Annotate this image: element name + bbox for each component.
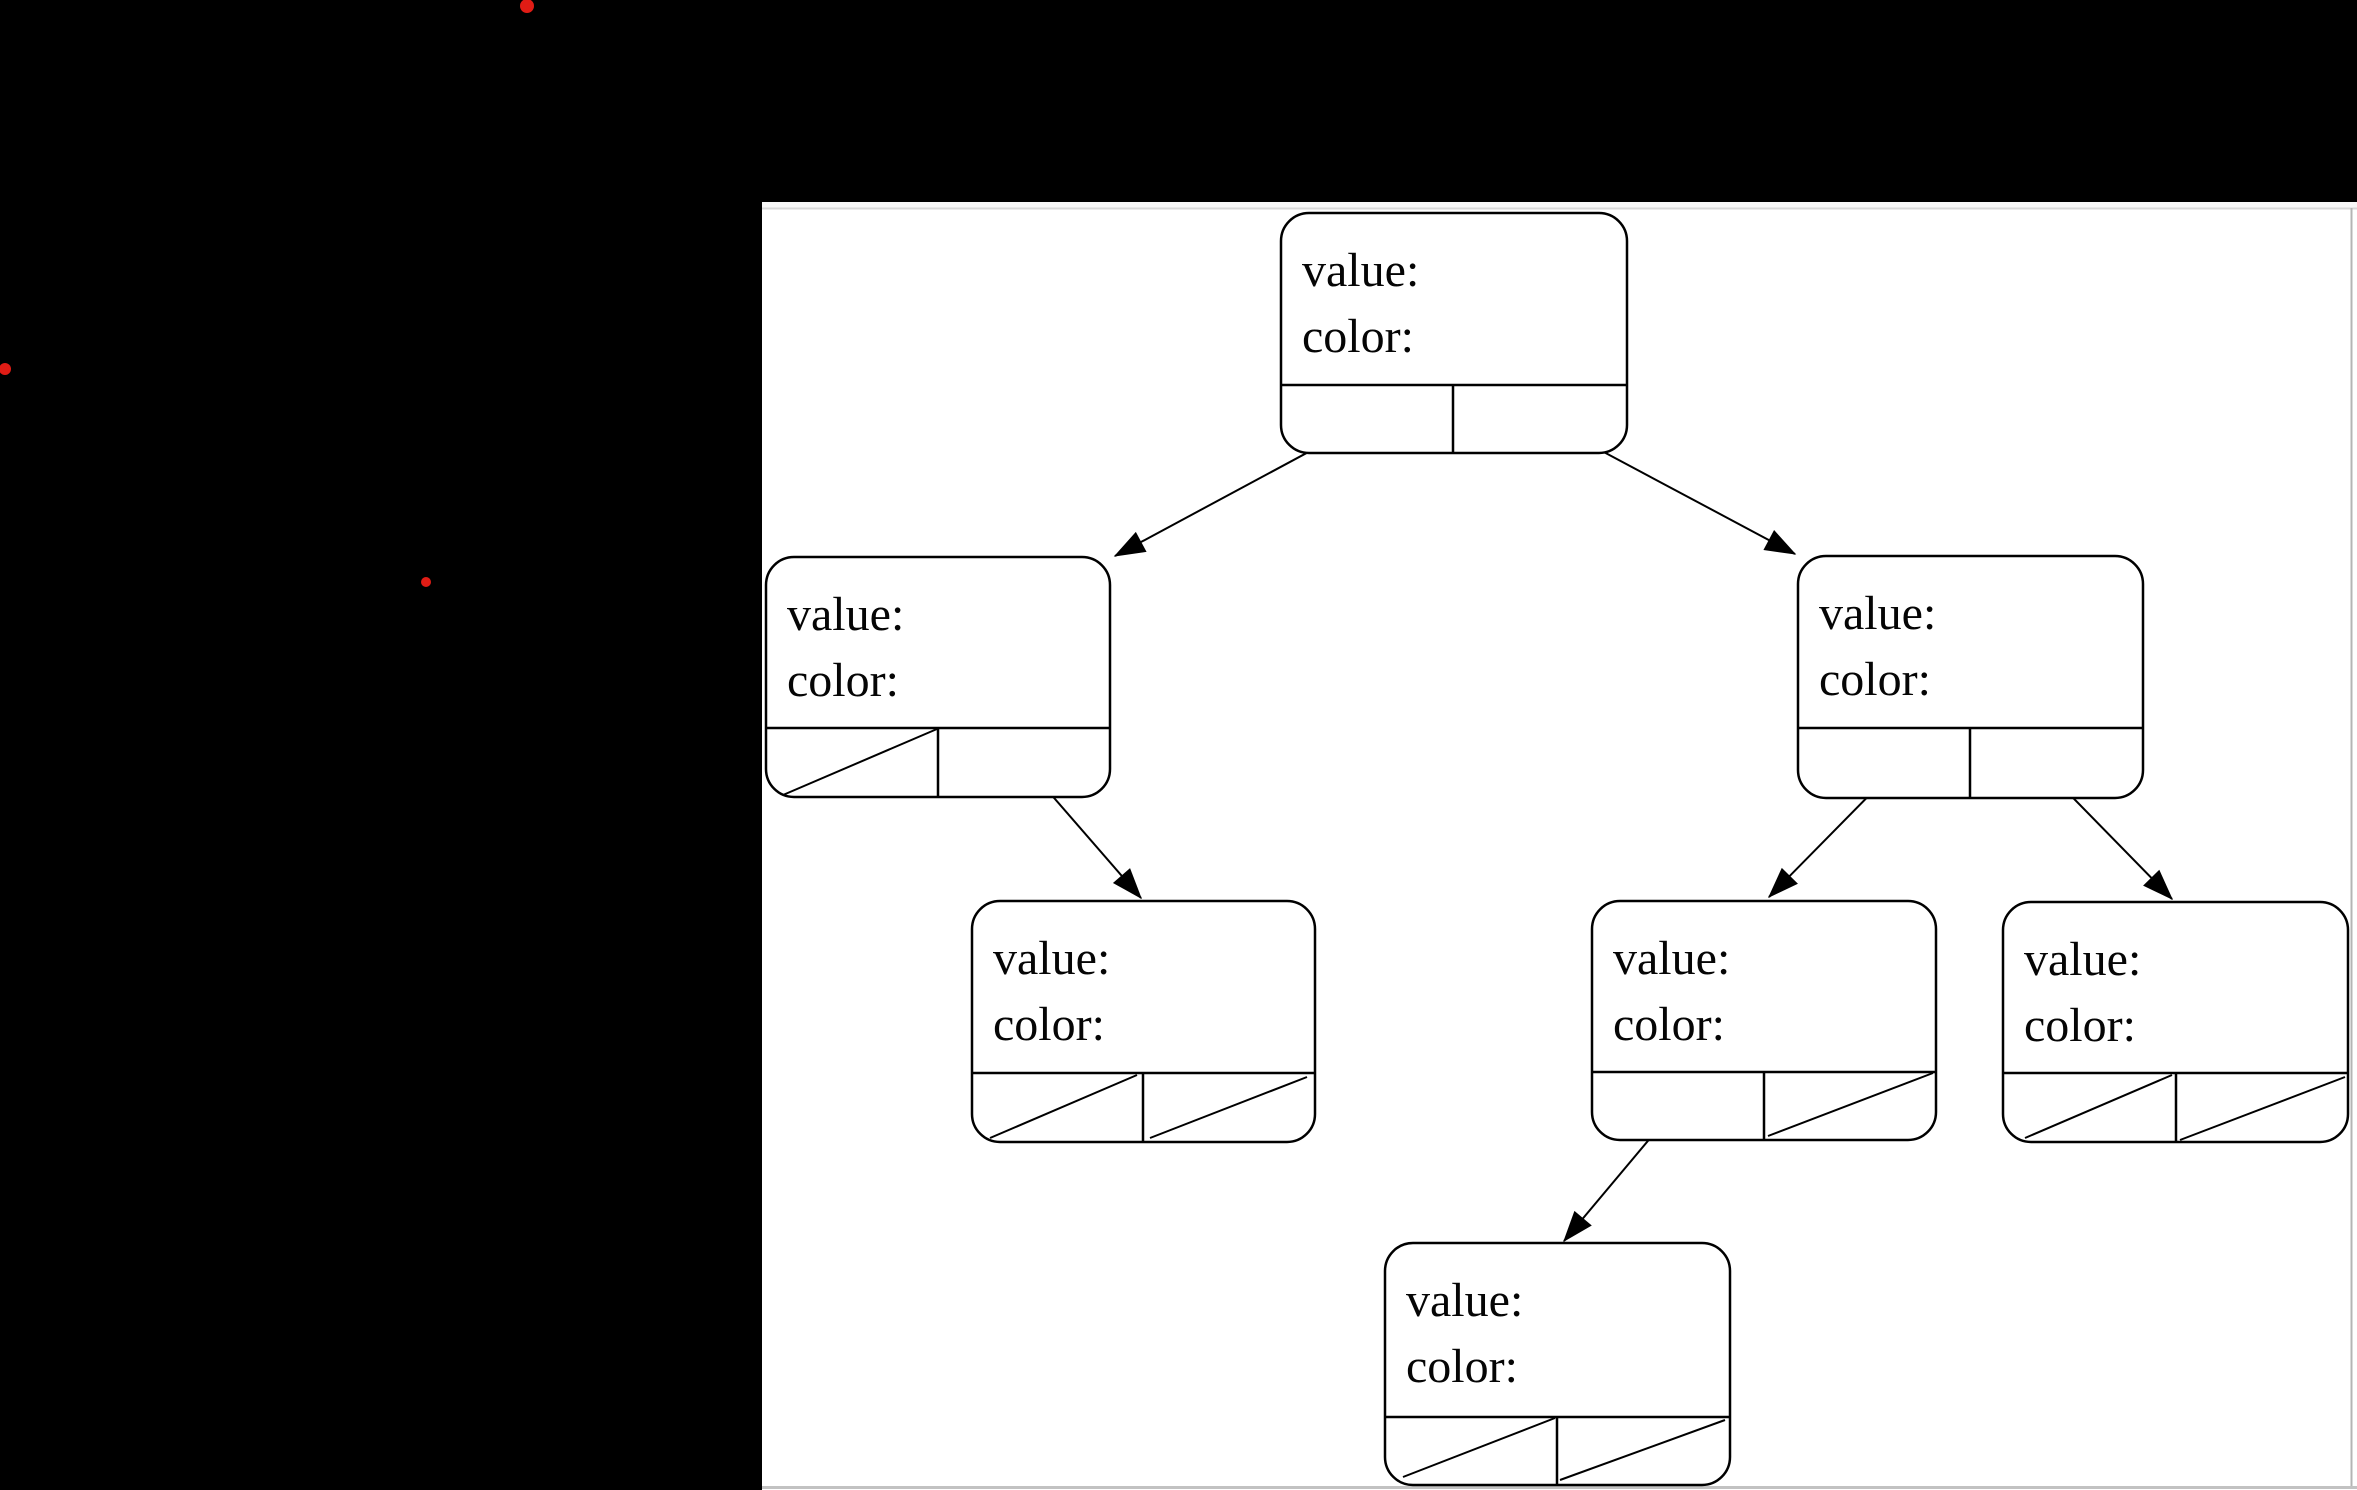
- node-color-label: color:: [1302, 310, 1414, 363]
- node-value-label: value:: [1302, 244, 1419, 297]
- null-pointer-slash: [989, 1074, 1138, 1139]
- null-pointer-slash: [1402, 1417, 1556, 1478]
- window-top-strip: [762, 202, 2357, 208]
- node-color-label: color:: [1819, 653, 1931, 706]
- node-color-label: color:: [2024, 999, 2136, 1052]
- tree-node-left-right-grandchild[interactable]: value: color:: [970, 899, 1317, 1144]
- red-dot: [421, 577, 431, 587]
- node-value-label: value:: [787, 588, 904, 641]
- tree-node-right-right-grandchild[interactable]: value: color:: [2001, 900, 2350, 1144]
- tree-node-root[interactable]: value: color:: [1279, 211, 1629, 455]
- null-pointer-slash: [1149, 1076, 1308, 1139]
- tree-node-left-child[interactable]: value: color:: [764, 555, 1112, 799]
- tree-diagram: value: color: value: color: value: color…: [764, 211, 2350, 1487]
- tree-node-right-left-grandchild[interactable]: value: color:: [1590, 899, 1938, 1142]
- null-pointer-slash: [2179, 1076, 2346, 1141]
- null-pointer-slash: [1767, 1072, 1934, 1137]
- node-color-label: color:: [1613, 998, 1725, 1051]
- node-value-label: value:: [2024, 933, 2141, 986]
- app-window: value: color: value: color: value: color…: [762, 202, 2357, 1490]
- null-pointer-slash: [782, 728, 938, 796]
- red-markers: [0, 0, 534, 587]
- null-pointer-slash: [1559, 1419, 1726, 1481]
- node-value-label: value:: [1613, 932, 1730, 985]
- node-value-label: value:: [1406, 1274, 1523, 1327]
- node-value-label: value:: [1819, 587, 1936, 640]
- red-dot: [0, 363, 11, 375]
- node-color-label: color:: [993, 998, 1105, 1051]
- tree-node-bottom-leaf[interactable]: value: color:: [1383, 1241, 1732, 1487]
- node-value-label: value:: [993, 932, 1110, 985]
- null-pointer-slash: [2024, 1074, 2173, 1139]
- tree-node-right-child[interactable]: value: color:: [1796, 554, 2145, 800]
- node-color-label: color:: [1406, 1340, 1518, 1393]
- red-dot: [520, 0, 534, 13]
- node-color-label: color:: [787, 654, 899, 707]
